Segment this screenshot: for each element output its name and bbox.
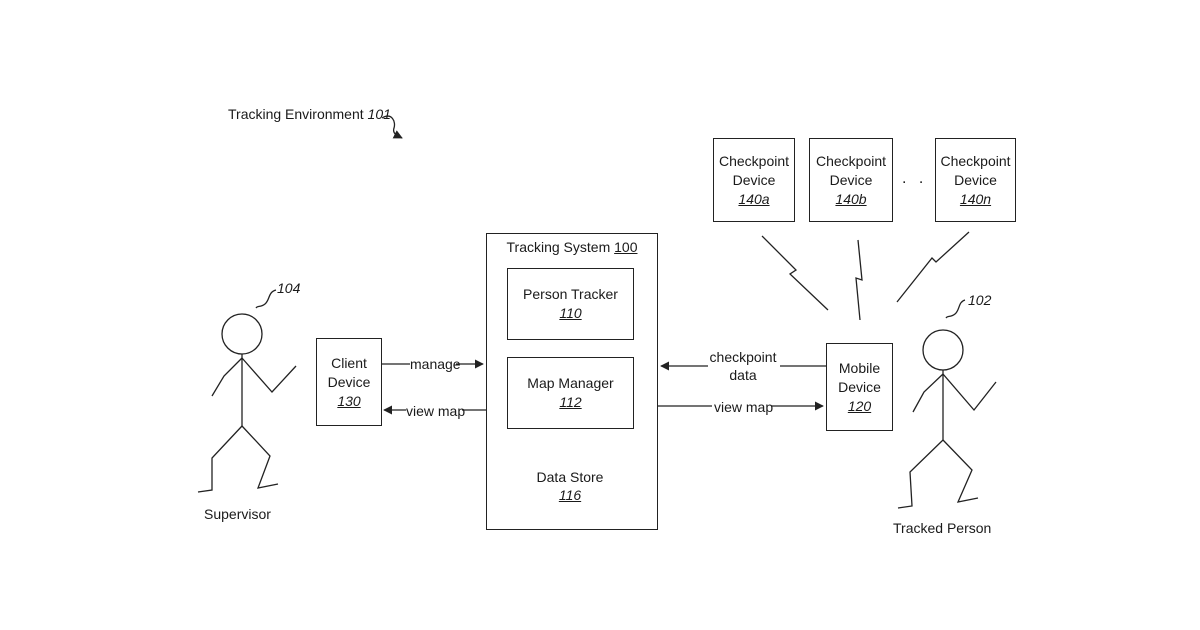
environment-ref: 101: [368, 106, 391, 122]
checkpoint-a-ref: 140a: [738, 190, 769, 209]
checkpoint-b-line2: Device: [830, 171, 873, 190]
checkpoint-data-line2: data: [704, 366, 782, 384]
environment-name: Tracking Environment: [228, 106, 364, 122]
arrow-label-manage: manage: [410, 355, 461, 373]
checkpoint-device-b: Checkpoint Device 140b: [809, 138, 893, 222]
supervisor-figure: [198, 314, 296, 492]
person-tracker-ref: 110: [559, 304, 581, 323]
supervisor-label: Supervisor: [204, 505, 271, 523]
tracking-system-ref: 100: [614, 239, 637, 255]
tracked-person-label: Tracked Person: [893, 519, 991, 537]
supervisor-ref: 104: [277, 279, 300, 297]
tracked-person-ref: 102: [968, 291, 991, 309]
map-manager-ref: 112: [559, 393, 581, 412]
tracked-person-figure: [898, 330, 996, 508]
data-store-label: Data Store: [521, 468, 619, 486]
checkpoint-b-ref: 140b: [835, 190, 866, 209]
mobile-device-line1: Mobile: [839, 359, 880, 378]
checkpoint-device-n: Checkpoint Device 140n: [935, 138, 1016, 222]
lightning-bolt-icon-c: [897, 232, 969, 302]
environment-label: Tracking Environment 101: [228, 105, 391, 123]
mobile-device-ref: 120: [848, 397, 871, 416]
checkpoint-a-line1: Checkpoint: [719, 152, 789, 171]
tracked-ref-leader: [946, 300, 965, 318]
client-device-box: Client Device 130: [316, 338, 382, 426]
mobile-device-line2: Device: [838, 378, 881, 397]
checkpoint-n-line2: Device: [954, 171, 997, 190]
person-tracker-box: Person Tracker 110: [507, 268, 634, 340]
client-device-ref: 130: [337, 392, 360, 411]
checkpoint-b-line1: Checkpoint: [816, 152, 886, 171]
checkpoint-n-line1: Checkpoint: [940, 152, 1010, 171]
arrow-label-checkpoint-data: checkpoint data: [704, 348, 782, 384]
person-tracker-label: Person Tracker: [523, 285, 618, 304]
lightning-bolt-icon-a: [762, 236, 828, 310]
checkpoint-data-line1: checkpoint: [704, 348, 782, 366]
tracking-system-title: Tracking System 100: [507, 238, 638, 257]
data-store-text: Data Store 116: [521, 468, 619, 504]
supervisor-ref-leader: [256, 290, 276, 308]
client-device-line2: Device: [328, 373, 371, 392]
mobile-device-box: Mobile Device 120: [826, 343, 893, 431]
lightning-bolt-icon-b: [856, 240, 862, 320]
arrow-label-view-map-left: view map: [406, 402, 465, 420]
arrow-label-view-map-right: view map: [714, 398, 773, 416]
tracking-system-label: Tracking System: [507, 239, 611, 255]
client-device-line1: Client: [331, 354, 367, 373]
data-store-ref: 116: [521, 486, 619, 504]
checkpoint-a-line2: Device: [733, 171, 776, 190]
checkpoint-device-a: Checkpoint Device 140a: [713, 138, 795, 222]
map-manager-box: Map Manager 112: [507, 357, 634, 429]
checkpoint-n-ref: 140n: [960, 190, 991, 209]
map-manager-label: Map Manager: [527, 374, 613, 393]
